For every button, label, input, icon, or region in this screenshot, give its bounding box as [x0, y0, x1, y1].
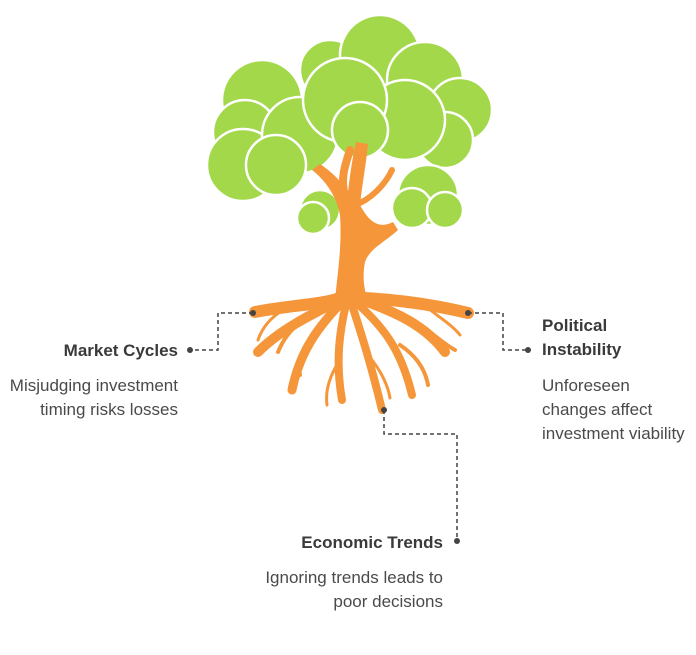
root	[354, 300, 416, 399]
root	[418, 323, 457, 352]
branch	[338, 146, 354, 199]
economic-trends-title: Economic Trends	[301, 533, 443, 552]
connector-dot	[187, 347, 193, 353]
connector-dot	[381, 407, 387, 413]
foliage-blob	[295, 200, 331, 236]
connector-dot	[250, 310, 256, 316]
connector-economic-trends	[383, 410, 458, 541]
roots	[249, 292, 474, 414]
root	[358, 292, 474, 319]
foliage-blob	[425, 190, 465, 230]
branch	[352, 167, 395, 208]
root	[297, 338, 312, 377]
trunk	[312, 142, 398, 305]
market-cycles-title: Market Cycles	[63, 341, 178, 360]
root	[370, 358, 392, 400]
root	[334, 300, 350, 404]
root	[426, 306, 462, 337]
market-cycles-description: Misjudging investment timing risks losse…	[9, 376, 178, 419]
root	[276, 321, 302, 354]
root	[256, 308, 285, 342]
connector-market-cycles	[190, 312, 253, 351]
connector-political-instability	[468, 312, 528, 351]
tree-trunk-roots	[249, 142, 474, 414]
root	[253, 295, 345, 357]
connector-dot	[465, 310, 471, 316]
connector-dots	[187, 310, 531, 544]
economic-trends-description: Ignoring trends leads to poor decisions	[265, 568, 443, 611]
connector-dot	[454, 538, 460, 544]
root	[398, 343, 430, 387]
connectors	[190, 312, 528, 541]
political-instability-title: Political Instability	[542, 316, 622, 359]
connector-dot	[525, 347, 531, 353]
root	[348, 301, 386, 414]
root	[325, 358, 342, 407]
tree-foliage	[205, 13, 494, 236]
foliage-blob	[244, 133, 308, 197]
political-instability-description: Unforeseen changes affect investment via…	[542, 376, 685, 443]
